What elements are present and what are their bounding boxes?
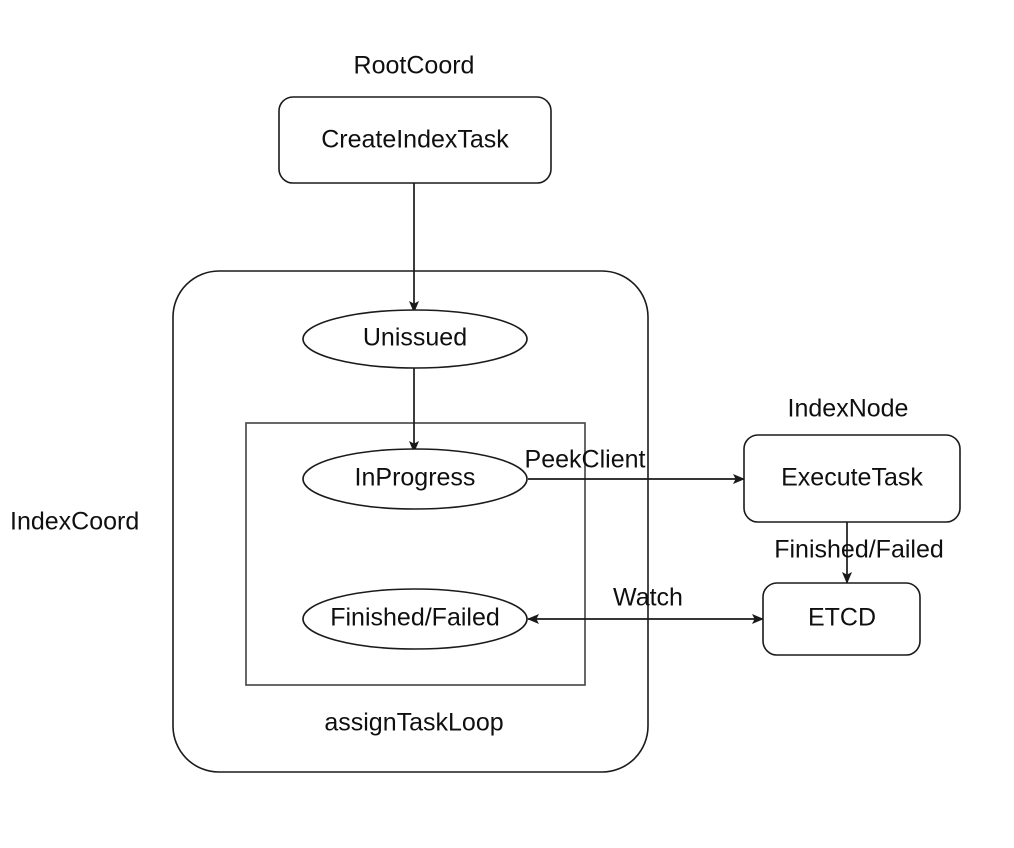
group-indexcoord-boundary — [172, 270, 649, 773]
node-finishedfailed-label: Finished/Failed — [330, 604, 500, 632]
group-label-indexcoord: IndexCoord — [10, 508, 139, 536]
group-assigntaskloop-boundary — [245, 422, 586, 686]
node-createindextask-shape — [278, 96, 552, 184]
group-label-assigntaskloop: assignTaskLoop — [324, 709, 503, 737]
node-executetask-label: ExecuteTask — [781, 464, 923, 492]
node-inprogress-label: InProgress — [355, 464, 476, 492]
node-createindextask[interactable]: CreateIndexTask — [278, 96, 552, 184]
node-etcd[interactable]: ETCD — [762, 582, 921, 656]
node-inprogress[interactable]: InProgress — [302, 448, 528, 510]
node-unissued-label: Unissued — [363, 324, 467, 352]
edge-label-finished-failed: Finished/Failed — [774, 536, 944, 564]
node-finishedfailed[interactable]: Finished/Failed — [302, 588, 528, 650]
node-executetask[interactable]: ExecuteTask — [743, 434, 961, 523]
node-etcd-shape — [762, 582, 921, 656]
node-executetask-shape — [743, 434, 961, 523]
node-finishedfailed-shape — [302, 588, 528, 650]
edge-label-watch: Watch — [613, 584, 683, 612]
edge-label-peekclient: PeekClient — [525, 446, 646, 474]
group-label-indexnode: IndexNode — [788, 395, 909, 423]
node-unissued-shape — [302, 309, 528, 369]
node-unissued[interactable]: Unissued — [302, 309, 528, 369]
node-createindextask-label: CreateIndexTask — [321, 126, 509, 154]
node-inprogress-shape — [302, 448, 528, 510]
group-label-rootcoord: RootCoord — [354, 52, 475, 80]
node-etcd-label: ETCD — [808, 604, 876, 632]
